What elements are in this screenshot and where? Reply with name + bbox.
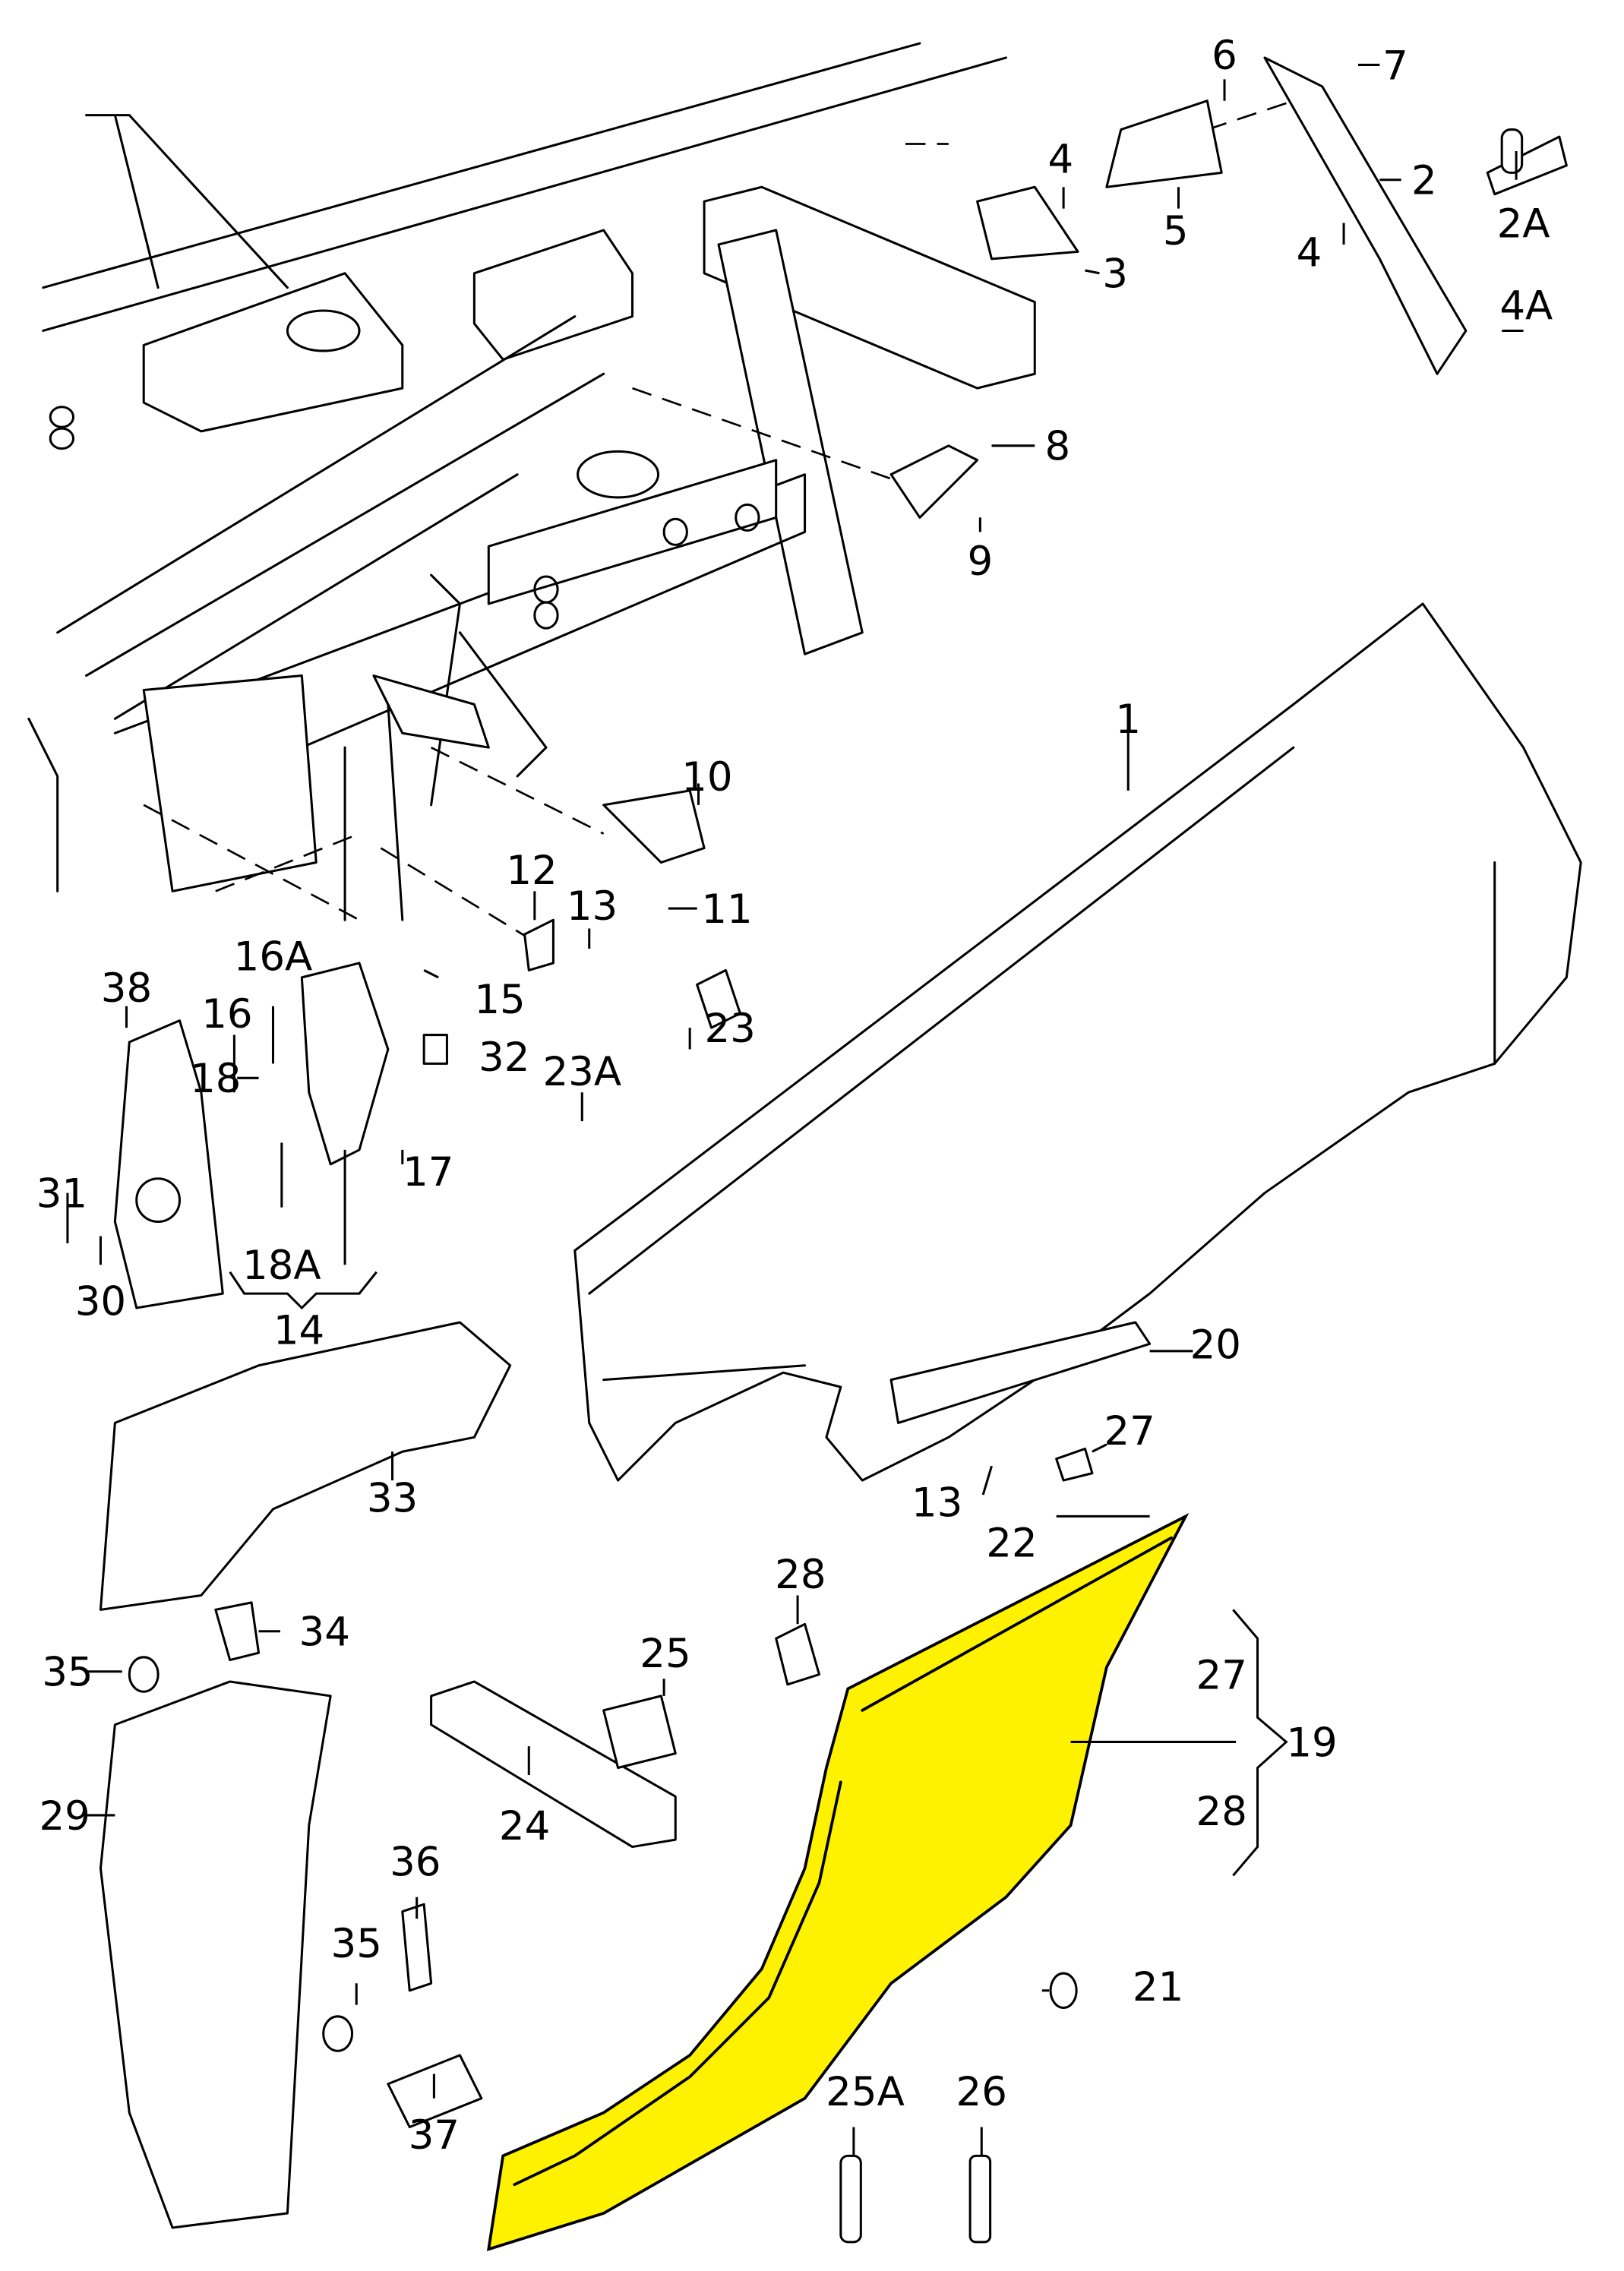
callout-8: 8 — [1045, 424, 1071, 470]
callout-4A: 4A — [1499, 283, 1553, 329]
callout-27-upper: 27 — [1104, 1408, 1155, 1455]
callout-32: 32 — [479, 1034, 529, 1081]
callout-28-bracket: 28 — [1196, 1789, 1247, 1835]
callout-5: 5 — [1163, 208, 1189, 254]
clip-27 — [1055, 1447, 1094, 1482]
rivet-25A — [839, 2154, 862, 2244]
bracket-8 — [889, 444, 979, 519]
small-parts — [99, 56, 1568, 2244]
callout-30: 30 — [75, 1279, 126, 1325]
callout-13-upper: 13 — [567, 883, 618, 930]
nut-35b — [322, 2015, 354, 2052]
bracket-3 — [976, 185, 1079, 261]
callout-10: 10 — [681, 754, 732, 801]
callout-25A: 25A — [826, 2069, 905, 2115]
clip-12 — [523, 918, 554, 971]
pillar-29 — [99, 1680, 332, 2229]
rail-24 — [430, 1680, 677, 1849]
callout-28-upper: 28 — [775, 1552, 826, 1598]
callout-21: 21 — [1133, 1964, 1183, 2010]
leader-lines — [66, 63, 1524, 2156]
strip-20 — [889, 1321, 1152, 1424]
callout-19: 19 — [1286, 1720, 1337, 1766]
callout-16: 16 — [201, 991, 252, 1038]
callout-4-lower: 4 — [1297, 229, 1322, 276]
pin-2A — [1486, 135, 1568, 196]
panel-38 — [113, 1019, 224, 1309]
nut-35a — [128, 1656, 160, 1693]
callout-18A: 18A — [242, 1243, 321, 1289]
callout-23: 23 — [704, 1006, 755, 1052]
callout-6: 6 — [1212, 33, 1237, 79]
clip-32 — [422, 1034, 448, 1065]
callout-7: 7 — [1382, 43, 1408, 89]
bracket-14 — [300, 962, 390, 1166]
callout-20: 20 — [1190, 1322, 1241, 1368]
callout-17: 17 — [403, 1149, 453, 1196]
callout-12: 12 — [506, 848, 557, 894]
callout-27-bracket: 27 — [1196, 1652, 1247, 1698]
callout-2A: 2A — [1497, 201, 1550, 247]
part-23 — [696, 968, 741, 1029]
bracket-10 — [602, 789, 706, 864]
bolt-26 — [968, 2154, 992, 2244]
callout-14: 14 — [273, 1307, 324, 1353]
callout-13-lower: 13 — [912, 1480, 962, 1526]
callout-1: 1 — [1115, 696, 1141, 743]
callout-37: 37 — [409, 2112, 460, 2159]
bracket-33 — [99, 1321, 512, 1611]
body-frame — [27, 42, 1294, 950]
callout-25: 25 — [640, 1631, 690, 1677]
part-19-side-skirt — [486, 1513, 1190, 2252]
callout-36: 36 — [390, 1839, 441, 1885]
bracket-25 — [602, 1695, 677, 1770]
callout-29: 29 — [39, 1793, 90, 1840]
callout-2: 2 — [1411, 158, 1437, 204]
callout-33: 33 — [367, 1476, 418, 1522]
callout-38: 38 — [101, 965, 152, 1012]
callout-34: 34 — [299, 1609, 350, 1656]
callout-24: 24 — [499, 1803, 550, 1849]
callout-9: 9 — [968, 539, 994, 585]
screw-21 — [1049, 1972, 1078, 2009]
callout-23A: 23A — [542, 1049, 621, 1095]
clip-34 — [214, 1601, 261, 1662]
callout-4-upper: 4 — [1047, 136, 1073, 182]
callout-16A: 16A — [234, 933, 313, 980]
callout-35-upper: 35 — [42, 1650, 93, 1696]
callout-35-lower: 35 — [331, 1921, 382, 1967]
callout-15: 15 — [474, 977, 525, 1023]
callout-22: 22 — [986, 1520, 1037, 1566]
callout-labels: 1 2 2A 3 4 4 4A 5 6 7 8 9 10 11 12 13 13… — [36, 33, 1553, 2159]
callout-18: 18 — [190, 1056, 241, 1102]
callout-26: 26 — [956, 2069, 1007, 2115]
clip-28 — [775, 1622, 820, 1686]
callout-31: 31 — [36, 1171, 87, 1218]
bracket-5 — [1105, 99, 1223, 188]
callout-11: 11 — [701, 886, 752, 933]
callout-3: 3 — [1102, 251, 1128, 298]
bracket-2 — [1263, 56, 1468, 375]
part-fender — [573, 602, 1582, 1482]
